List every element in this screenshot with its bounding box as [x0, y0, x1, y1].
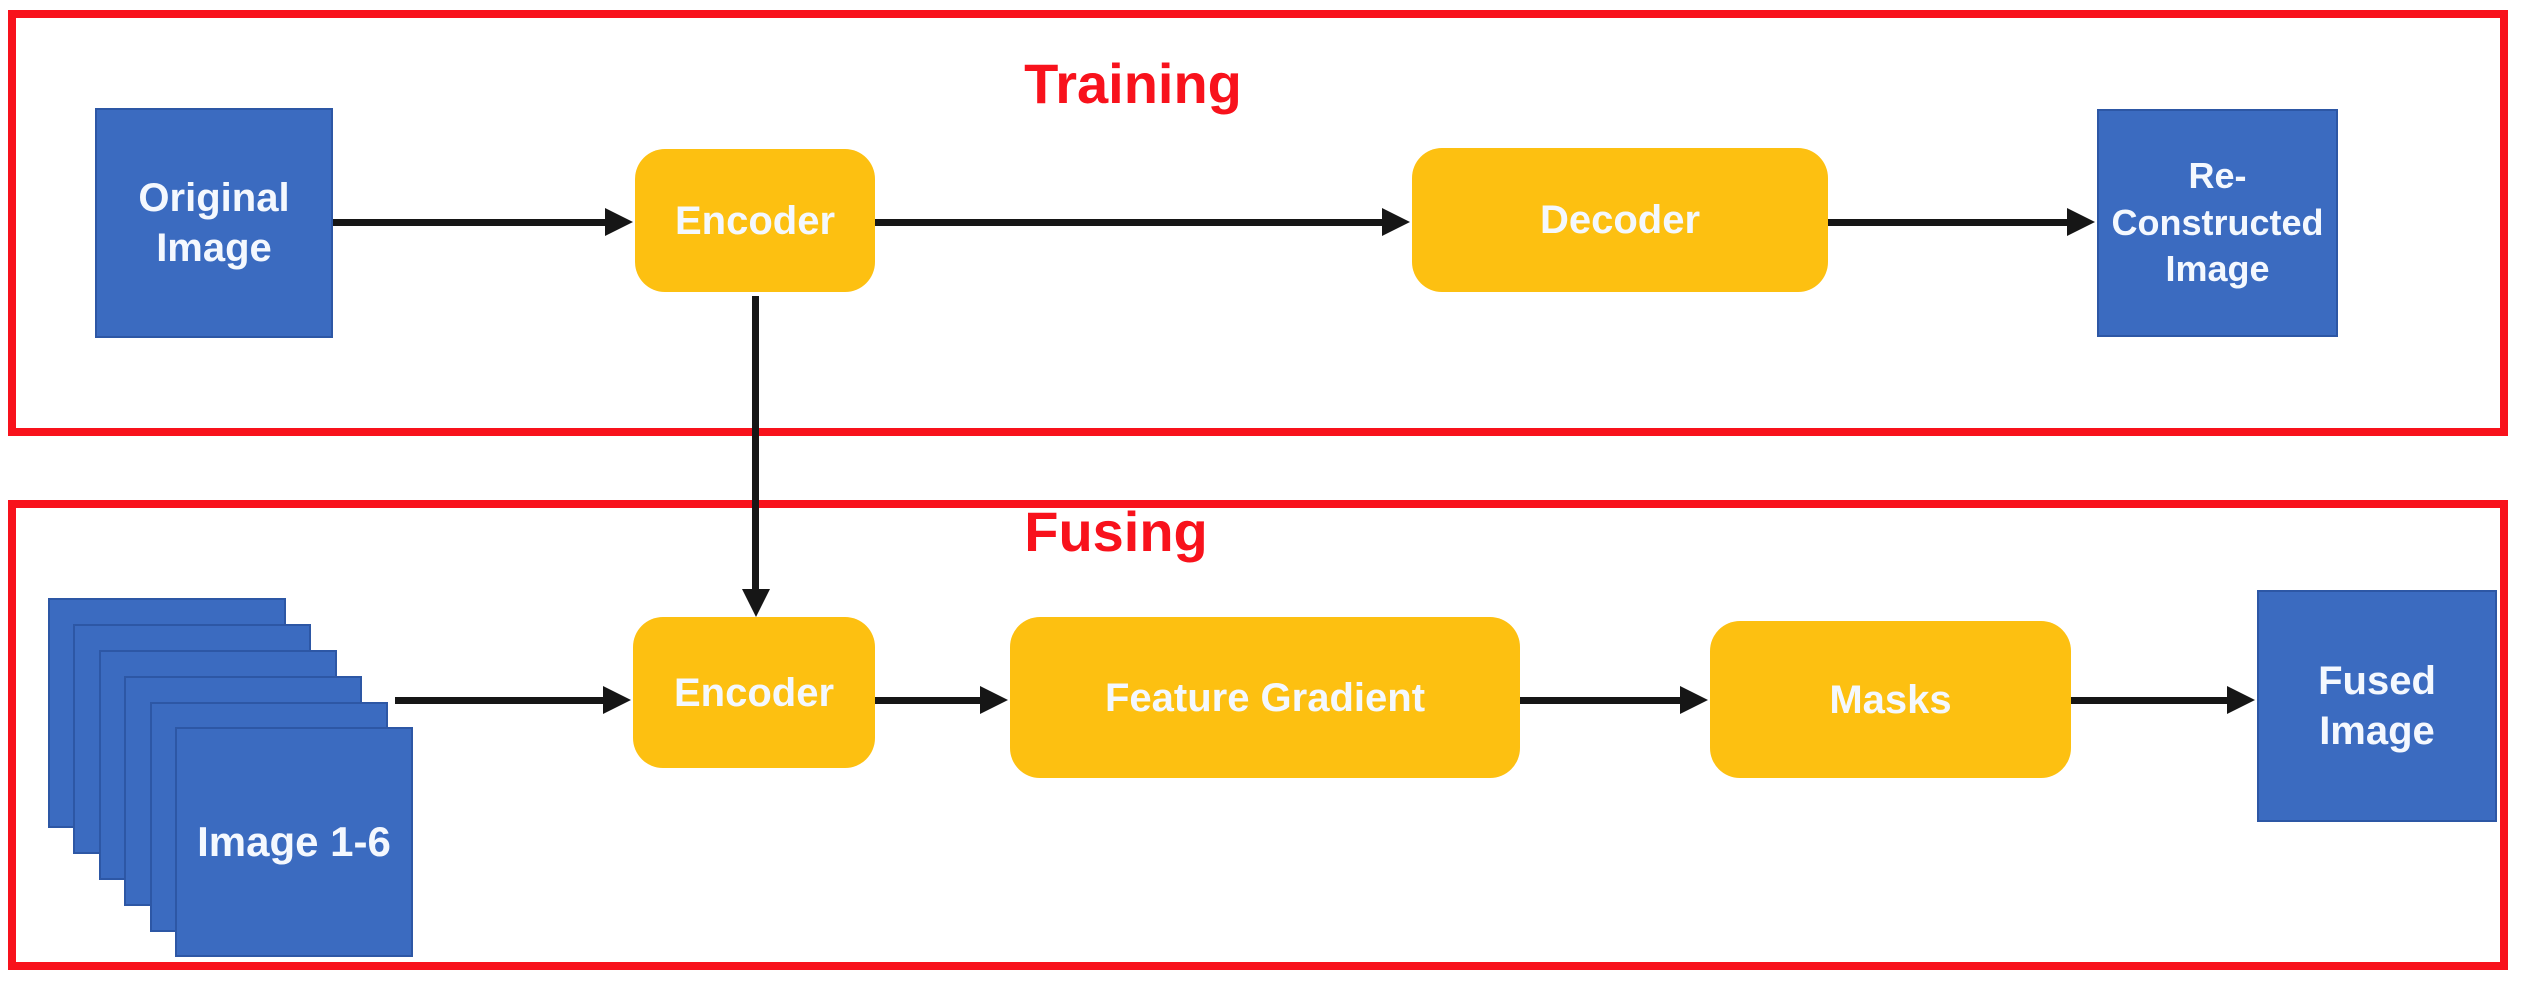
node-decoder-label: Decoder [1539, 198, 1701, 242]
training-title: Training [1024, 52, 1242, 115]
node-reconstructed-image: Re- Constructed Image [2097, 109, 2338, 337]
arrow-masks-to-fused-line [2071, 697, 2227, 704]
node-original-image-label: Original Image [138, 176, 290, 270]
arrow-original-to-encoder-head [605, 208, 633, 236]
arrow-encoder-down-line [752, 296, 759, 589]
node-encoder-training: Encoder [635, 149, 875, 292]
arrow-stack-to-encoder-line [395, 697, 603, 704]
node-fused-image: Fused Image [2257, 590, 2497, 822]
fusing-section-border [8, 500, 2508, 970]
arrow-encoder-down-head [742, 589, 770, 617]
arrow-encoder-to-feature-gradient-head [980, 686, 1008, 714]
node-fused-image-label: Fused Image [2318, 659, 2436, 753]
arrow-encoder-to-decoder-head [1382, 208, 1410, 236]
node-masks-label: Masks [1829, 677, 1952, 722]
node-feature-gradient: Feature Gradient [1010, 617, 1520, 778]
node-encoder-fusing: Encoder [633, 617, 875, 768]
arrow-encoder-to-decoder-line [875, 219, 1382, 226]
arrow-decoder-to-reconstructed-head [2067, 208, 2095, 236]
node-masks: Masks [1710, 621, 2071, 778]
arrow-decoder-to-reconstructed-line [1828, 219, 2067, 226]
arrow-original-to-encoder-line [333, 219, 605, 226]
node-reconstructed-image-label: Re- Constructed Image [2111, 154, 2324, 290]
node-encoder-fusing-label: Encoder [673, 670, 835, 715]
arrow-masks-to-fused-head [2227, 686, 2255, 714]
node-image-stack-label: Image 1-6 [197, 818, 391, 865]
arrow-feature-gradient-to-masks-line [1520, 697, 1680, 704]
arrow-encoder-to-feature-gradient-line [875, 697, 980, 704]
training-section-border [8, 10, 2508, 436]
node-encoder-training-label: Encoder [674, 198, 836, 243]
node-feature-gradient-label: Feature Gradient [1104, 675, 1426, 720]
fusing-title: Fusing [1024, 500, 1208, 563]
arrow-stack-to-encoder-head [603, 686, 631, 714]
node-decoder: Decoder [1412, 148, 1828, 292]
node-original-image: Original Image [95, 108, 333, 338]
arrow-feature-gradient-to-masks-head [1680, 686, 1708, 714]
node-image-stack: Image 1-6 [175, 727, 413, 957]
